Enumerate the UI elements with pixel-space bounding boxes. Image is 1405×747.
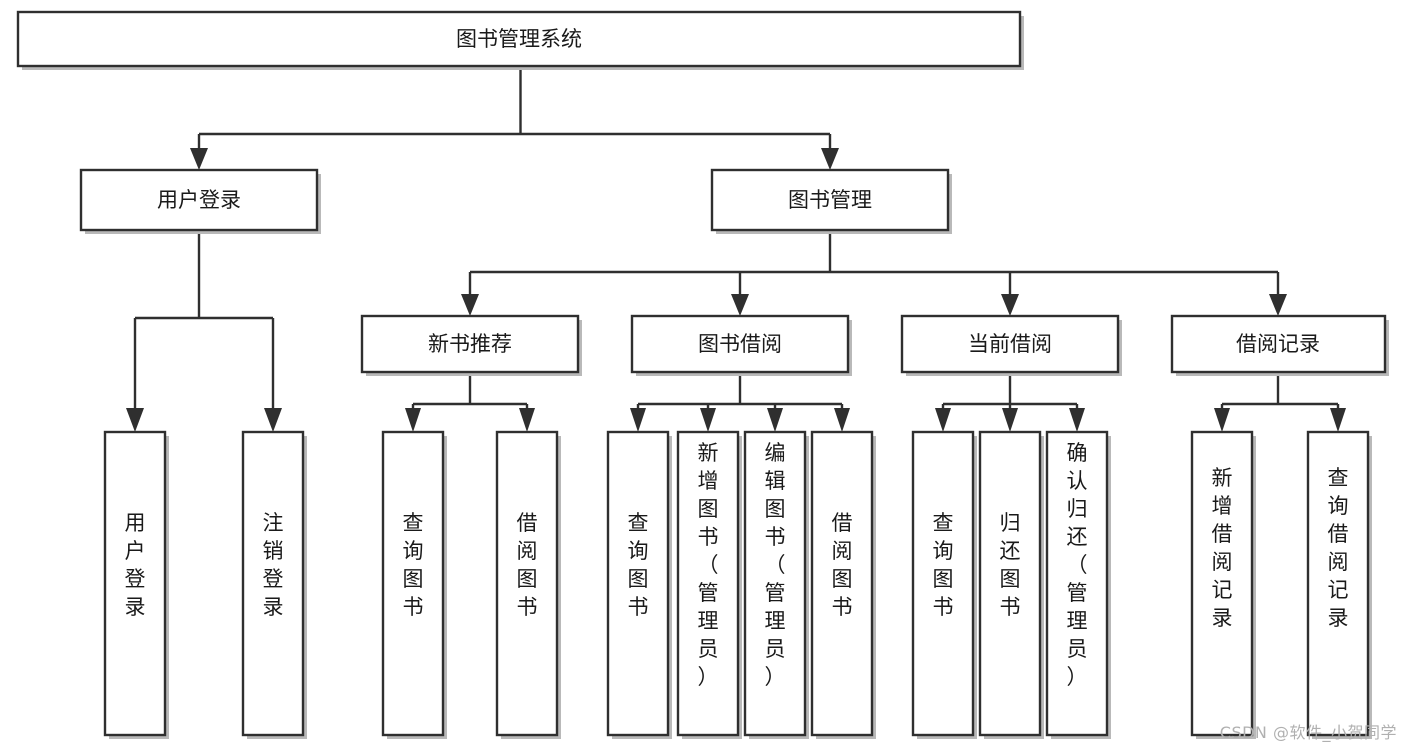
leaf-borrow-record-2-label: 查询借阅记录 [1328,466,1349,630]
csdn-watermark: CSDN @软件_小贺同学 [1219,723,1397,742]
leaf-new-book-1-label: 查询图书 [403,511,424,619]
leaf-book-borrow-2[interactable]: 新增图书（管理员） [676,430,742,739]
arrow-head-borrowbook-l1 [630,408,646,432]
node-current-borrow-box [900,314,1120,374]
leaf-user-login-1-box [103,430,167,737]
leaf-user-login-1-label: 用户登录 [125,511,146,619]
arrow-head-newbook-l1 [405,408,421,432]
arrow-head-newbook-l2 [519,408,535,432]
leaf-new-book-2-label: 借阅图书 [517,511,538,619]
node-book-management-label: 图书管理 [788,188,872,212]
leaf-book-borrow-3[interactable]: 编辑图书（管理员） [743,430,809,739]
leaf-current-borrow-2[interactable]: 归还图书 [978,430,1044,739]
arrow-head-borrowbook [731,294,749,316]
arrow-head-currentborrow [1001,294,1019,316]
leaf-book-borrow-1-label: 查询图书 [628,511,649,619]
leaf-new-book-1-box [381,430,445,737]
leaf-user-login-2[interactable]: 注销登录 [241,430,307,739]
leaf-user-login-2-box [241,430,305,737]
leaf-book-borrow-2-box [676,430,740,737]
node-user-login-label: 用户登录 [157,188,241,212]
arrow-head-borrowbook-l2 [700,408,716,432]
arrow-head-newbook [461,294,479,316]
node-current-borrow-label: 当前借阅 [968,332,1052,356]
leaf-borrow-record-1-label: 新增借阅记录 [1212,466,1233,630]
arrow-head-borrowbook-l4 [834,408,850,432]
node-user-login-box [79,168,319,232]
arrow-head-login-leaf1 [126,408,144,432]
arrow-head-currentborrow-l1 [935,408,951,432]
leaf-new-book-1[interactable]: 查询图书 [381,430,447,739]
node-root-box [16,10,1022,68]
leaf-new-book-2[interactable]: 借阅图书 [495,430,561,739]
leaf-book-borrow-2-label: 新增图书（管理员） [698,441,719,689]
leaf-current-borrow-1-box [911,430,975,737]
leaf-current-borrow-3-box [1045,430,1109,737]
leaf-book-borrow-4-box [810,430,874,737]
leaf-current-borrow-1-label: 查询图书 [933,511,954,619]
node-book-borrow-box [630,314,850,374]
node-current-borrow[interactable]: 当前借阅 [900,314,1122,376]
leaf-book-borrow-1[interactable]: 查询图书 [606,430,672,739]
leaf-borrow-record-2-box [1306,430,1370,737]
leaf-new-book-2-box [495,430,559,737]
leaf-book-borrow-4-label: 借阅图书 [832,511,853,619]
arrow-head-login [190,148,208,170]
node-book-management-box [710,168,950,232]
leaf-current-borrow-3-label: 确认归还（管理员） [1067,441,1088,689]
arrow-head-login-leaf2 [264,408,282,432]
arrow-head-currentborrow-l3 [1069,408,1085,432]
node-root[interactable]: 图书管理系统 [16,10,1024,70]
node-new-book-recommend-box [360,314,580,374]
leaf-user-login-2-label: 注销登录 [263,511,284,619]
node-root-label: 图书管理系统 [456,27,582,51]
leaf-borrow-record-2[interactable]: 查询借阅记录 [1306,430,1372,739]
leaf-current-borrow-1[interactable]: 查询图书 [911,430,977,739]
leaf-current-borrow-2-box [978,430,1042,737]
arrow-head-borrowbook-l3 [767,408,783,432]
node-new-book-recommend[interactable]: 新书推荐 [360,314,582,376]
arrow-head-borrowrecord [1269,294,1287,316]
node-borrow-record-label: 借阅记录 [1236,332,1320,356]
node-borrow-record[interactable]: 借阅记录 [1170,314,1389,376]
arrow-head-borrowrecord-l2 [1330,408,1346,432]
leaf-book-borrow-3-label: 编辑图书（管理员） [765,441,786,689]
node-book-management[interactable]: 图书管理 [710,168,952,234]
node-new-book-recommend-label: 新书推荐 [428,332,512,356]
leaf-book-borrow-1-box [606,430,670,737]
node-borrow-record-box [1170,314,1387,374]
leaf-user-login-1[interactable]: 用户登录 [103,430,169,739]
leaf-book-borrow-4[interactable]: 借阅图书 [810,430,876,739]
leaf-borrow-record-1-box [1190,430,1254,737]
leaf-borrow-record-1[interactable]: 新增借阅记录 [1190,430,1256,739]
node-book-borrow-label: 图书借阅 [698,332,782,356]
leaf-current-borrow-3[interactable]: 确认归还（管理员） [1045,430,1111,739]
node-book-borrow[interactable]: 图书借阅 [630,314,852,376]
node-user-login[interactable]: 用户登录 [79,168,321,234]
arrow-head-bookmgmt [821,148,839,170]
arrow-head-currentborrow-l2 [1002,408,1018,432]
leaf-book-borrow-3-box [743,430,807,737]
leaf-current-borrow-2-label: 归还图书 [1000,511,1021,619]
connector-layer [126,68,1346,432]
arrow-head-borrowrecord-l1 [1214,408,1230,432]
